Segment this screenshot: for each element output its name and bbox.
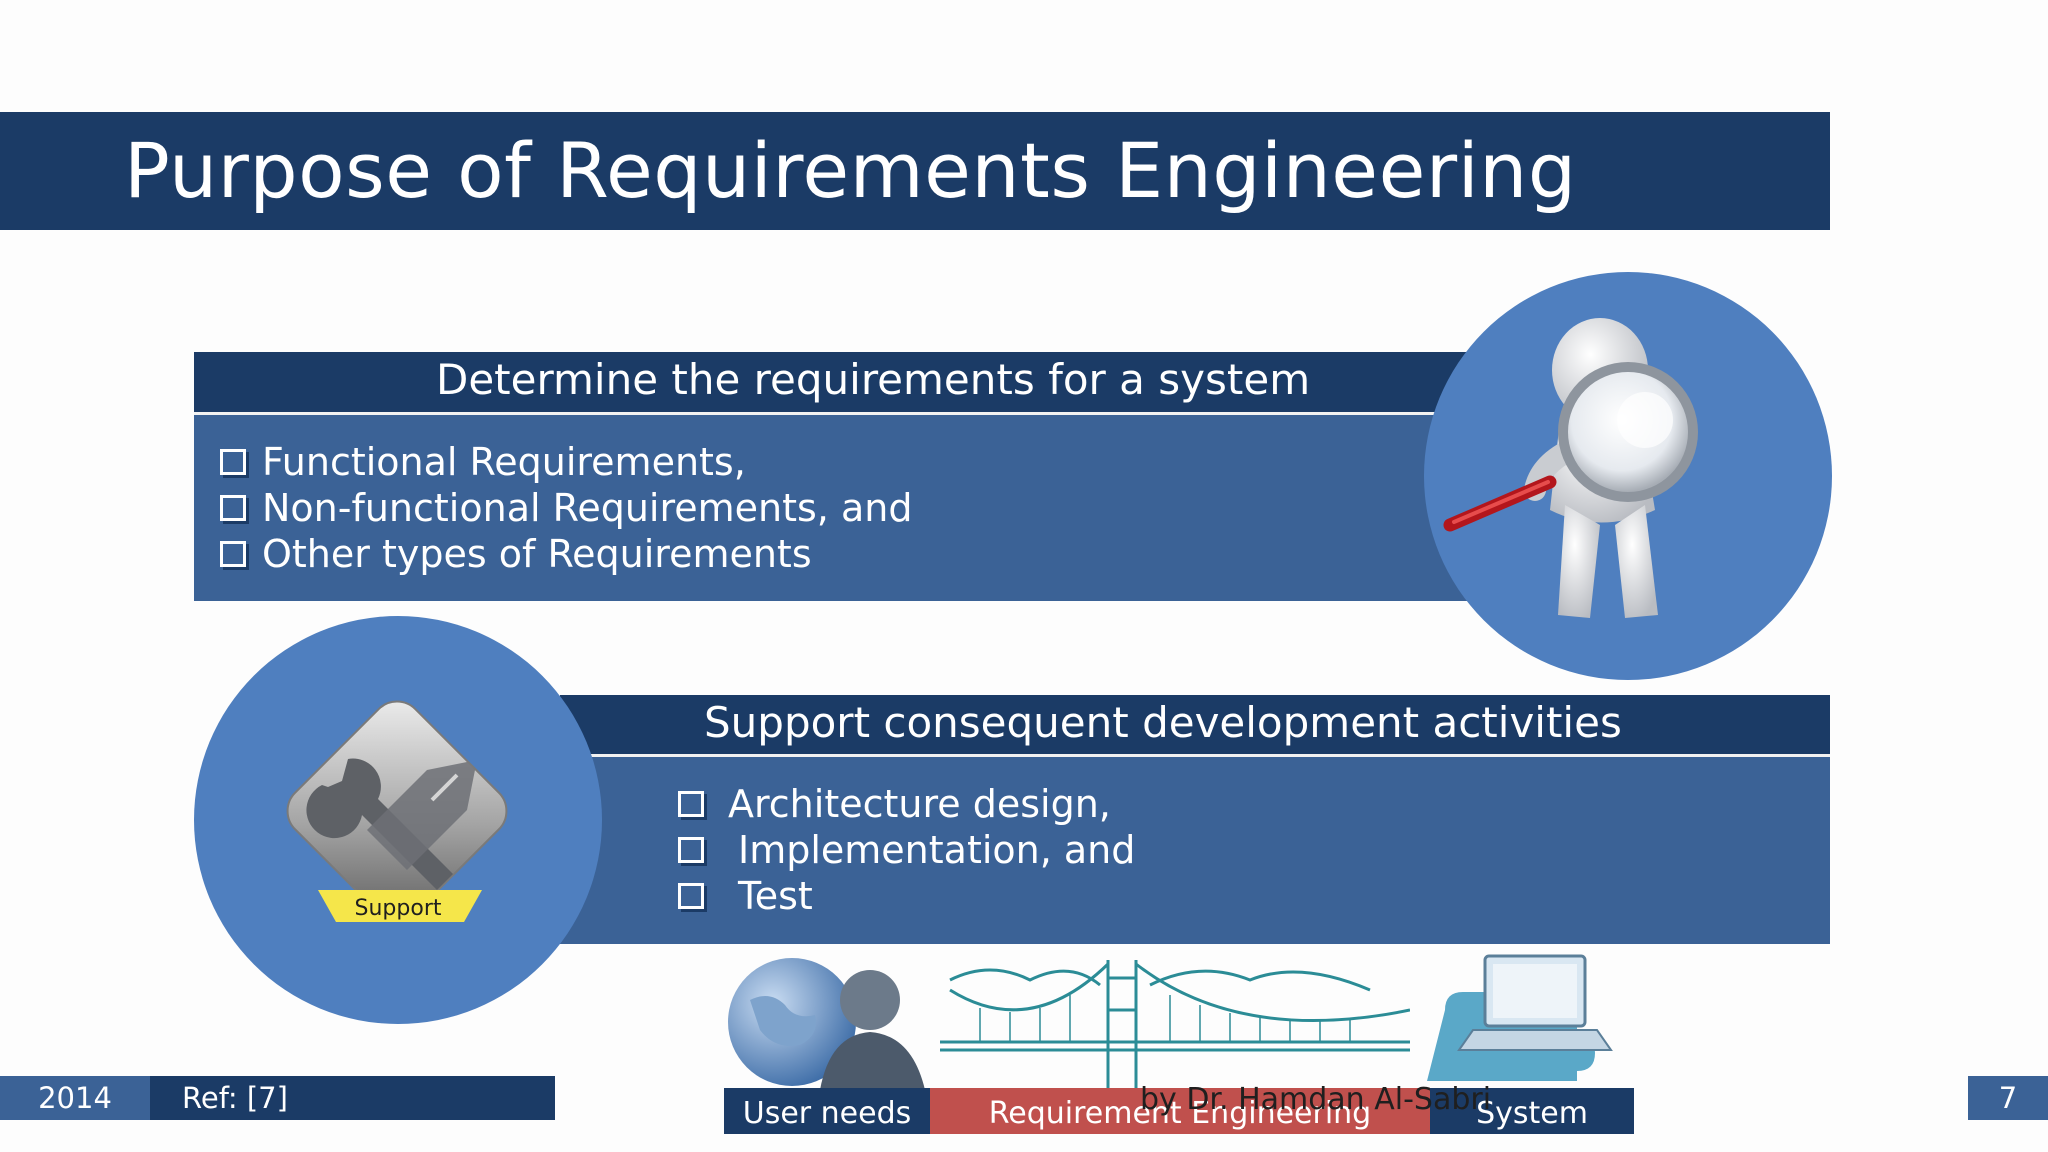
strip-system: System	[1430, 1088, 1634, 1134]
support-icon-label: Support	[355, 896, 442, 921]
support-panel-body	[560, 757, 1830, 944]
strip-user-needs: User needs	[724, 1088, 930, 1134]
determine-panel-body	[194, 415, 1494, 601]
determine-bullet-1: Functional Requirements,	[220, 440, 746, 484]
author-credit: by Dr. Hamdan Al-Sabri	[1140, 1082, 1492, 1117]
checkbox-bullet-icon	[220, 448, 246, 475]
determine-panel-header	[194, 352, 1494, 415]
title-bar	[0, 112, 1830, 230]
slide-title: Purpose of Requirements Engineering	[124, 126, 1577, 215]
bridge-icon	[940, 960, 1410, 1090]
magnifier-figure-icon	[1443, 318, 1698, 618]
determine-bullet-2: Non-functional Requirements, and	[220, 486, 912, 530]
support-bullet-1: Architecture design,	[678, 782, 1111, 826]
page-number: 7	[1968, 1076, 2048, 1120]
globe-user-icon	[728, 958, 925, 1090]
footer-ref: Ref: [7]	[150, 1076, 555, 1120]
determine-bullet-3: Other types of Requirements	[220, 532, 812, 576]
checkbox-bullet-icon	[220, 540, 246, 567]
support-bullet-3: Test	[678, 874, 813, 918]
determine-heading: Determine the requirements for a system	[436, 355, 1311, 404]
checkbox-bullet-icon	[678, 836, 704, 863]
wrench-screwdriver-icon: Support	[286, 700, 508, 922]
checkbox-bullet-icon	[678, 790, 704, 817]
checkbox-bullet-icon	[220, 494, 246, 521]
checkbox-bullet-icon	[678, 882, 704, 909]
support-heading: Support consequent development activitie…	[704, 698, 1622, 747]
support-bullet-2: Implementation, and	[678, 828, 1135, 872]
footer-year: 2014	[0, 1076, 150, 1120]
strip-requirement-engineering: Requirement Engineering	[930, 1088, 1430, 1134]
support-panel-header	[560, 695, 1830, 757]
laptop-puzzle-icon	[1427, 954, 1613, 1081]
